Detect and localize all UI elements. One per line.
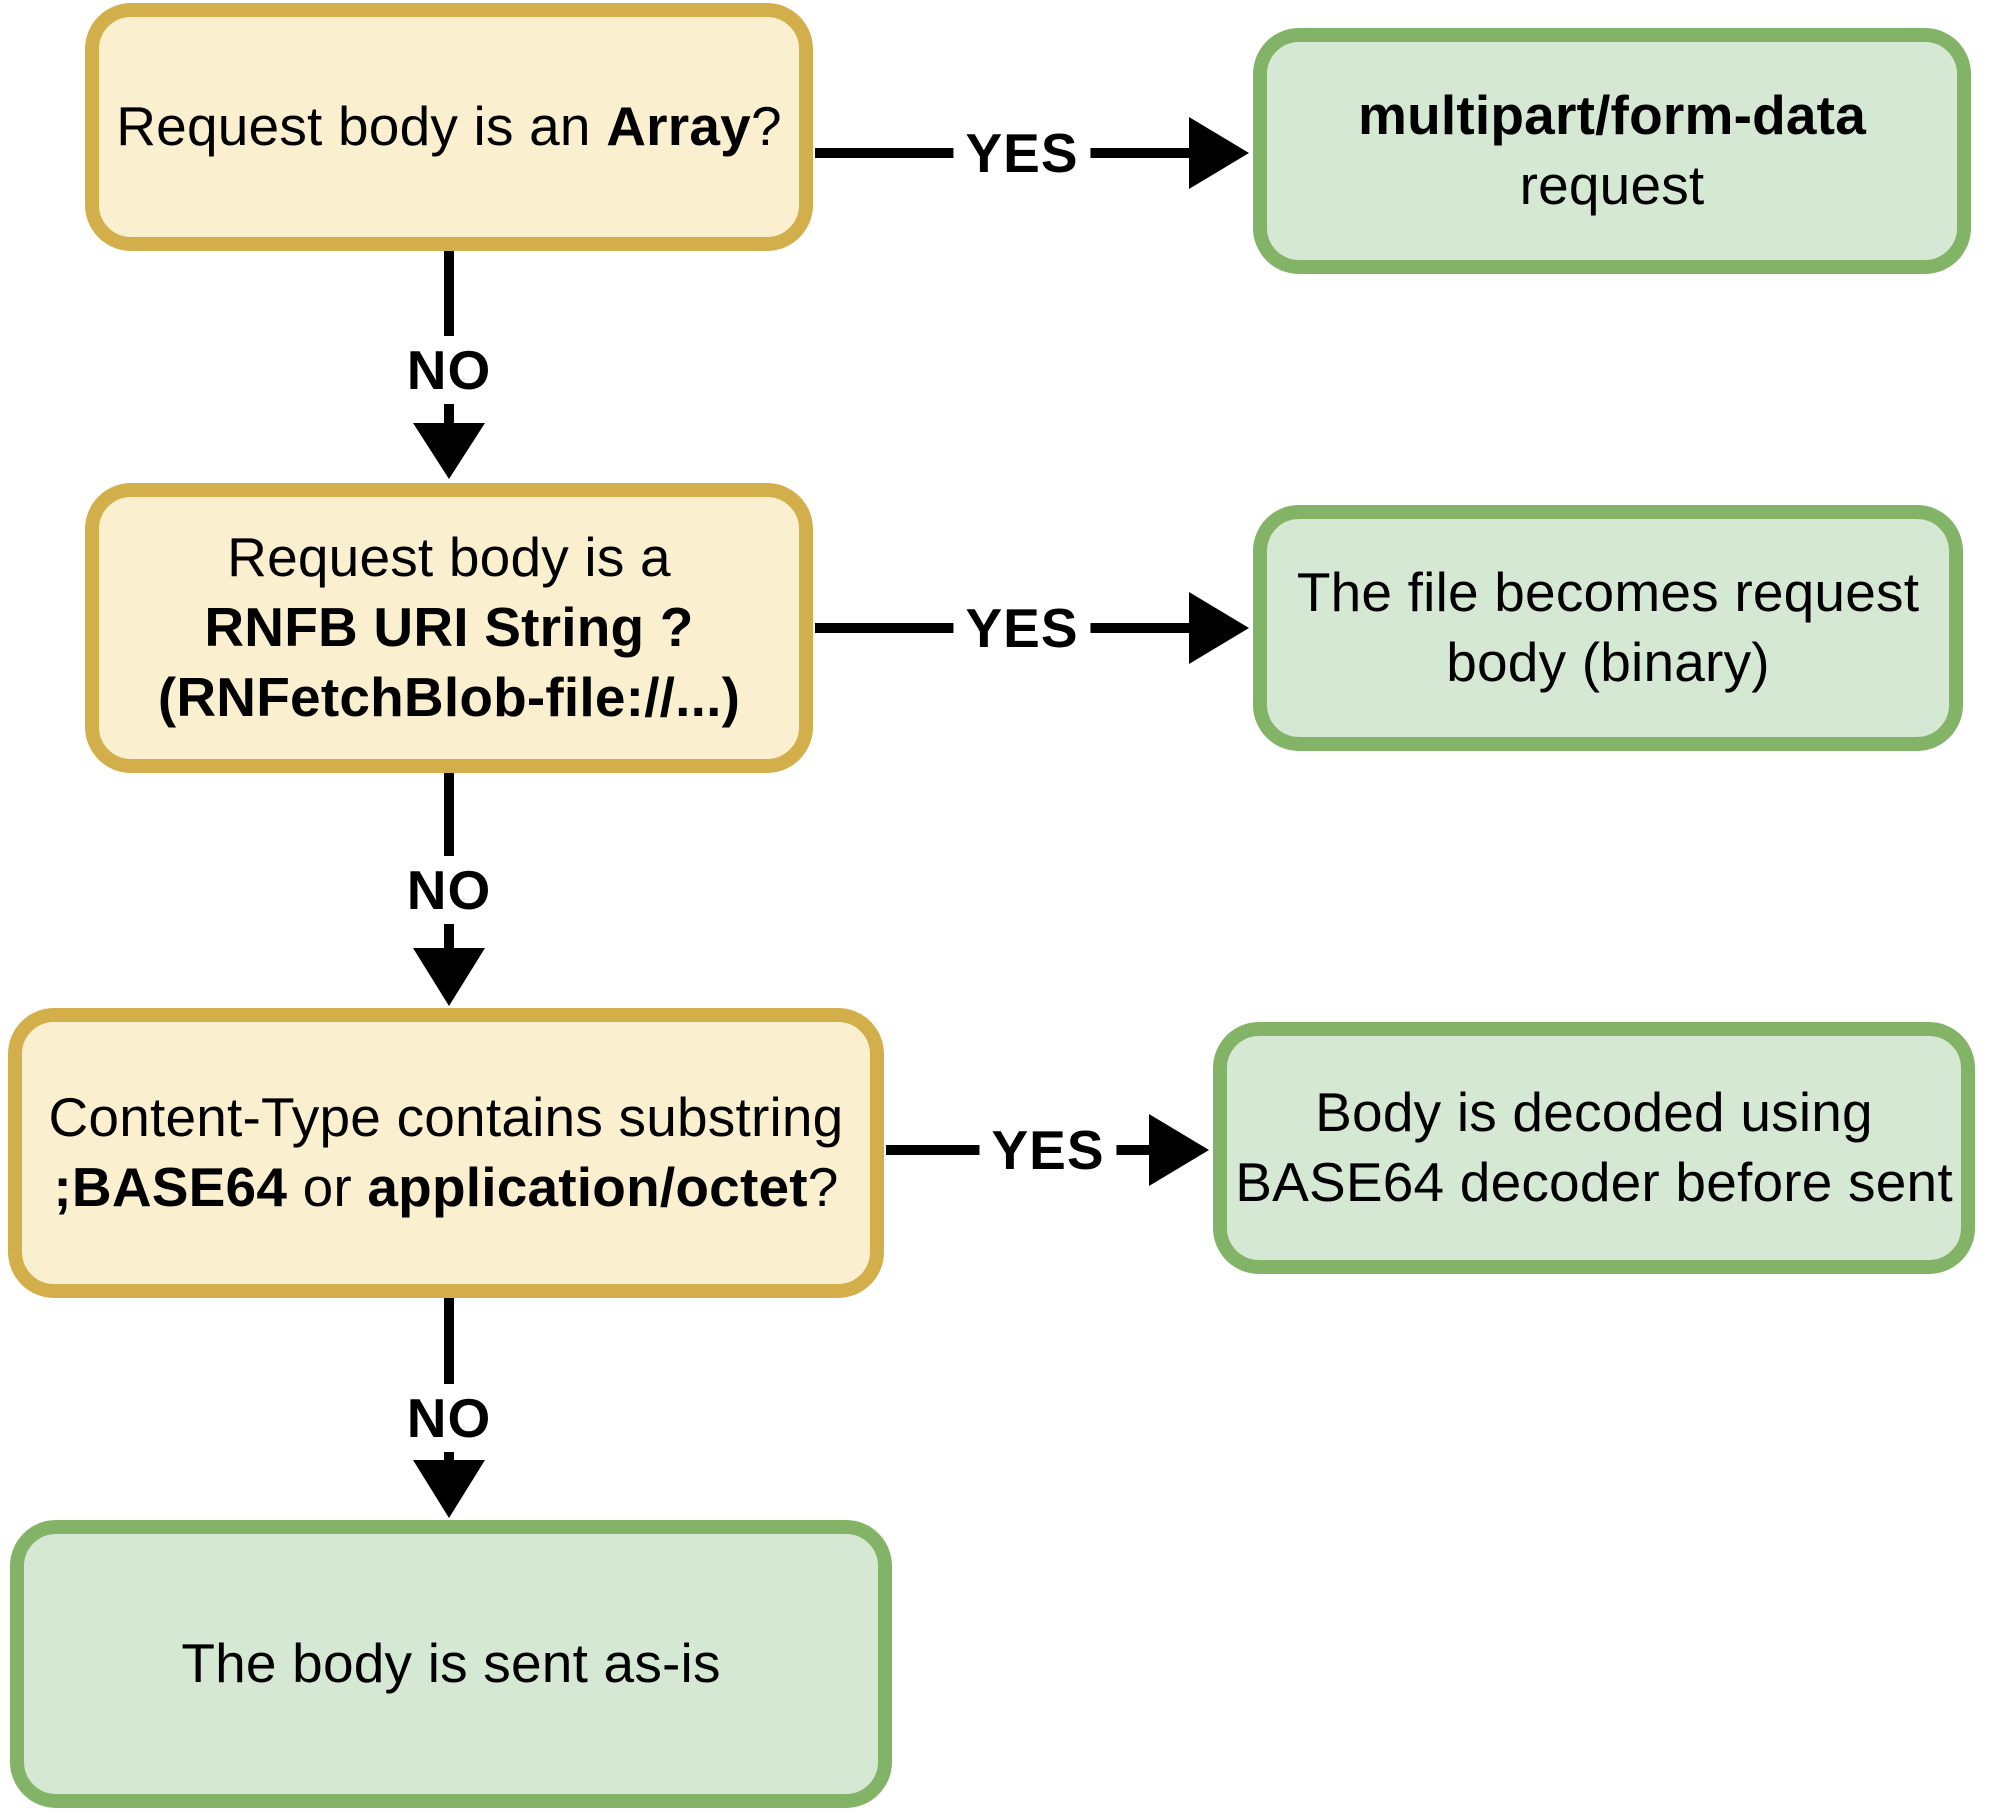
edge-label-no-content-type: NO	[394, 1384, 504, 1452]
text-line: The body is sent as-is	[181, 1629, 720, 1699]
node-answer-body-sent-as-is: The body is sent as-is	[10, 1520, 892, 1808]
text-line: body (binary)	[1297, 628, 1919, 698]
text-segment-bold: Array	[606, 95, 751, 158]
text-line: request	[1358, 151, 1866, 221]
text-segment-bold: (RNFetchBlob-file://...)	[157, 665, 741, 728]
text-segment-bold: multipart/form-data	[1358, 84, 1866, 147]
text-line: BASE64 decoder before sent	[1235, 1148, 1953, 1218]
text-line: RNFB URI String ?	[158, 593, 740, 663]
node-question-rnfb-uri-string: Request body is a RNFB URI String ? (RNF…	[85, 483, 813, 773]
node-answer-multipart-form-data: multipart/form-data request	[1253, 28, 1971, 274]
text-segment: ?	[807, 1156, 839, 1218]
text-segment-bold: ;BASE64	[53, 1156, 288, 1218]
text-line: (RNFetchBlob-file://...)	[158, 663, 740, 733]
text-line: Content-Type contains substring	[49, 1083, 844, 1153]
text-segment-bold: application/octet	[367, 1156, 808, 1218]
node-text: multipart/form-data request	[1358, 81, 1866, 221]
text-line: ;BASE64 or application/octet?	[49, 1153, 844, 1223]
text-segment: Request body is a	[227, 526, 671, 589]
edge-label-no-rnfb: NO	[394, 856, 504, 924]
node-text: Request body is a RNFB URI String ? (RNF…	[158, 523, 740, 733]
text-line: Request body is a	[158, 523, 740, 593]
node-text: The body is sent as-is	[181, 1629, 720, 1699]
text-segment: request	[1519, 154, 1705, 216]
text-segment: or	[287, 1156, 368, 1218]
text-line: The file becomes request	[1297, 558, 1919, 628]
node-text: The file becomes request body (binary)	[1297, 558, 1919, 698]
text-segment: Content-Type contains substring	[48, 1086, 844, 1149]
node-text: Body is decoded using BASE64 decoder bef…	[1235, 1078, 1953, 1218]
node-answer-file-becomes-body: The file becomes request body (binary)	[1253, 505, 1963, 751]
edge-label-no-array: NO	[394, 336, 504, 404]
edge-label-yes-rnfb: YES	[953, 594, 1091, 662]
node-question-content-type-substring: Content-Type contains substring ;BASE64 …	[8, 1008, 884, 1298]
node-question-request-body-array: Request body is an Array?	[85, 3, 813, 251]
edge-label-yes-content-type: YES	[979, 1116, 1117, 1184]
text-line: Request body is an Array?	[116, 92, 781, 162]
text-segment: body (binary)	[1446, 631, 1770, 693]
text-segment-bold: RNFB URI String ?	[204, 596, 694, 659]
text-segment: Request body is an	[116, 95, 607, 158]
node-text: Request body is an Array?	[116, 92, 781, 162]
text-line: multipart/form-data	[1358, 81, 1866, 151]
edge-label-yes-array: YES	[953, 119, 1091, 187]
text-segment: The file becomes request	[1296, 561, 1920, 624]
node-answer-base64-decoded: Body is decoded using BASE64 decoder bef…	[1213, 1022, 1975, 1274]
node-text: Content-Type contains substring ;BASE64 …	[49, 1083, 844, 1223]
text-segment: Body is decoded using	[1315, 1081, 1873, 1144]
text-segment: ?	[750, 95, 782, 158]
text-segment: The body is sent as-is	[181, 1632, 721, 1695]
text-line: Body is decoded using	[1235, 1078, 1953, 1148]
text-segment: BASE64 decoder before sent	[1235, 1151, 1953, 1213]
